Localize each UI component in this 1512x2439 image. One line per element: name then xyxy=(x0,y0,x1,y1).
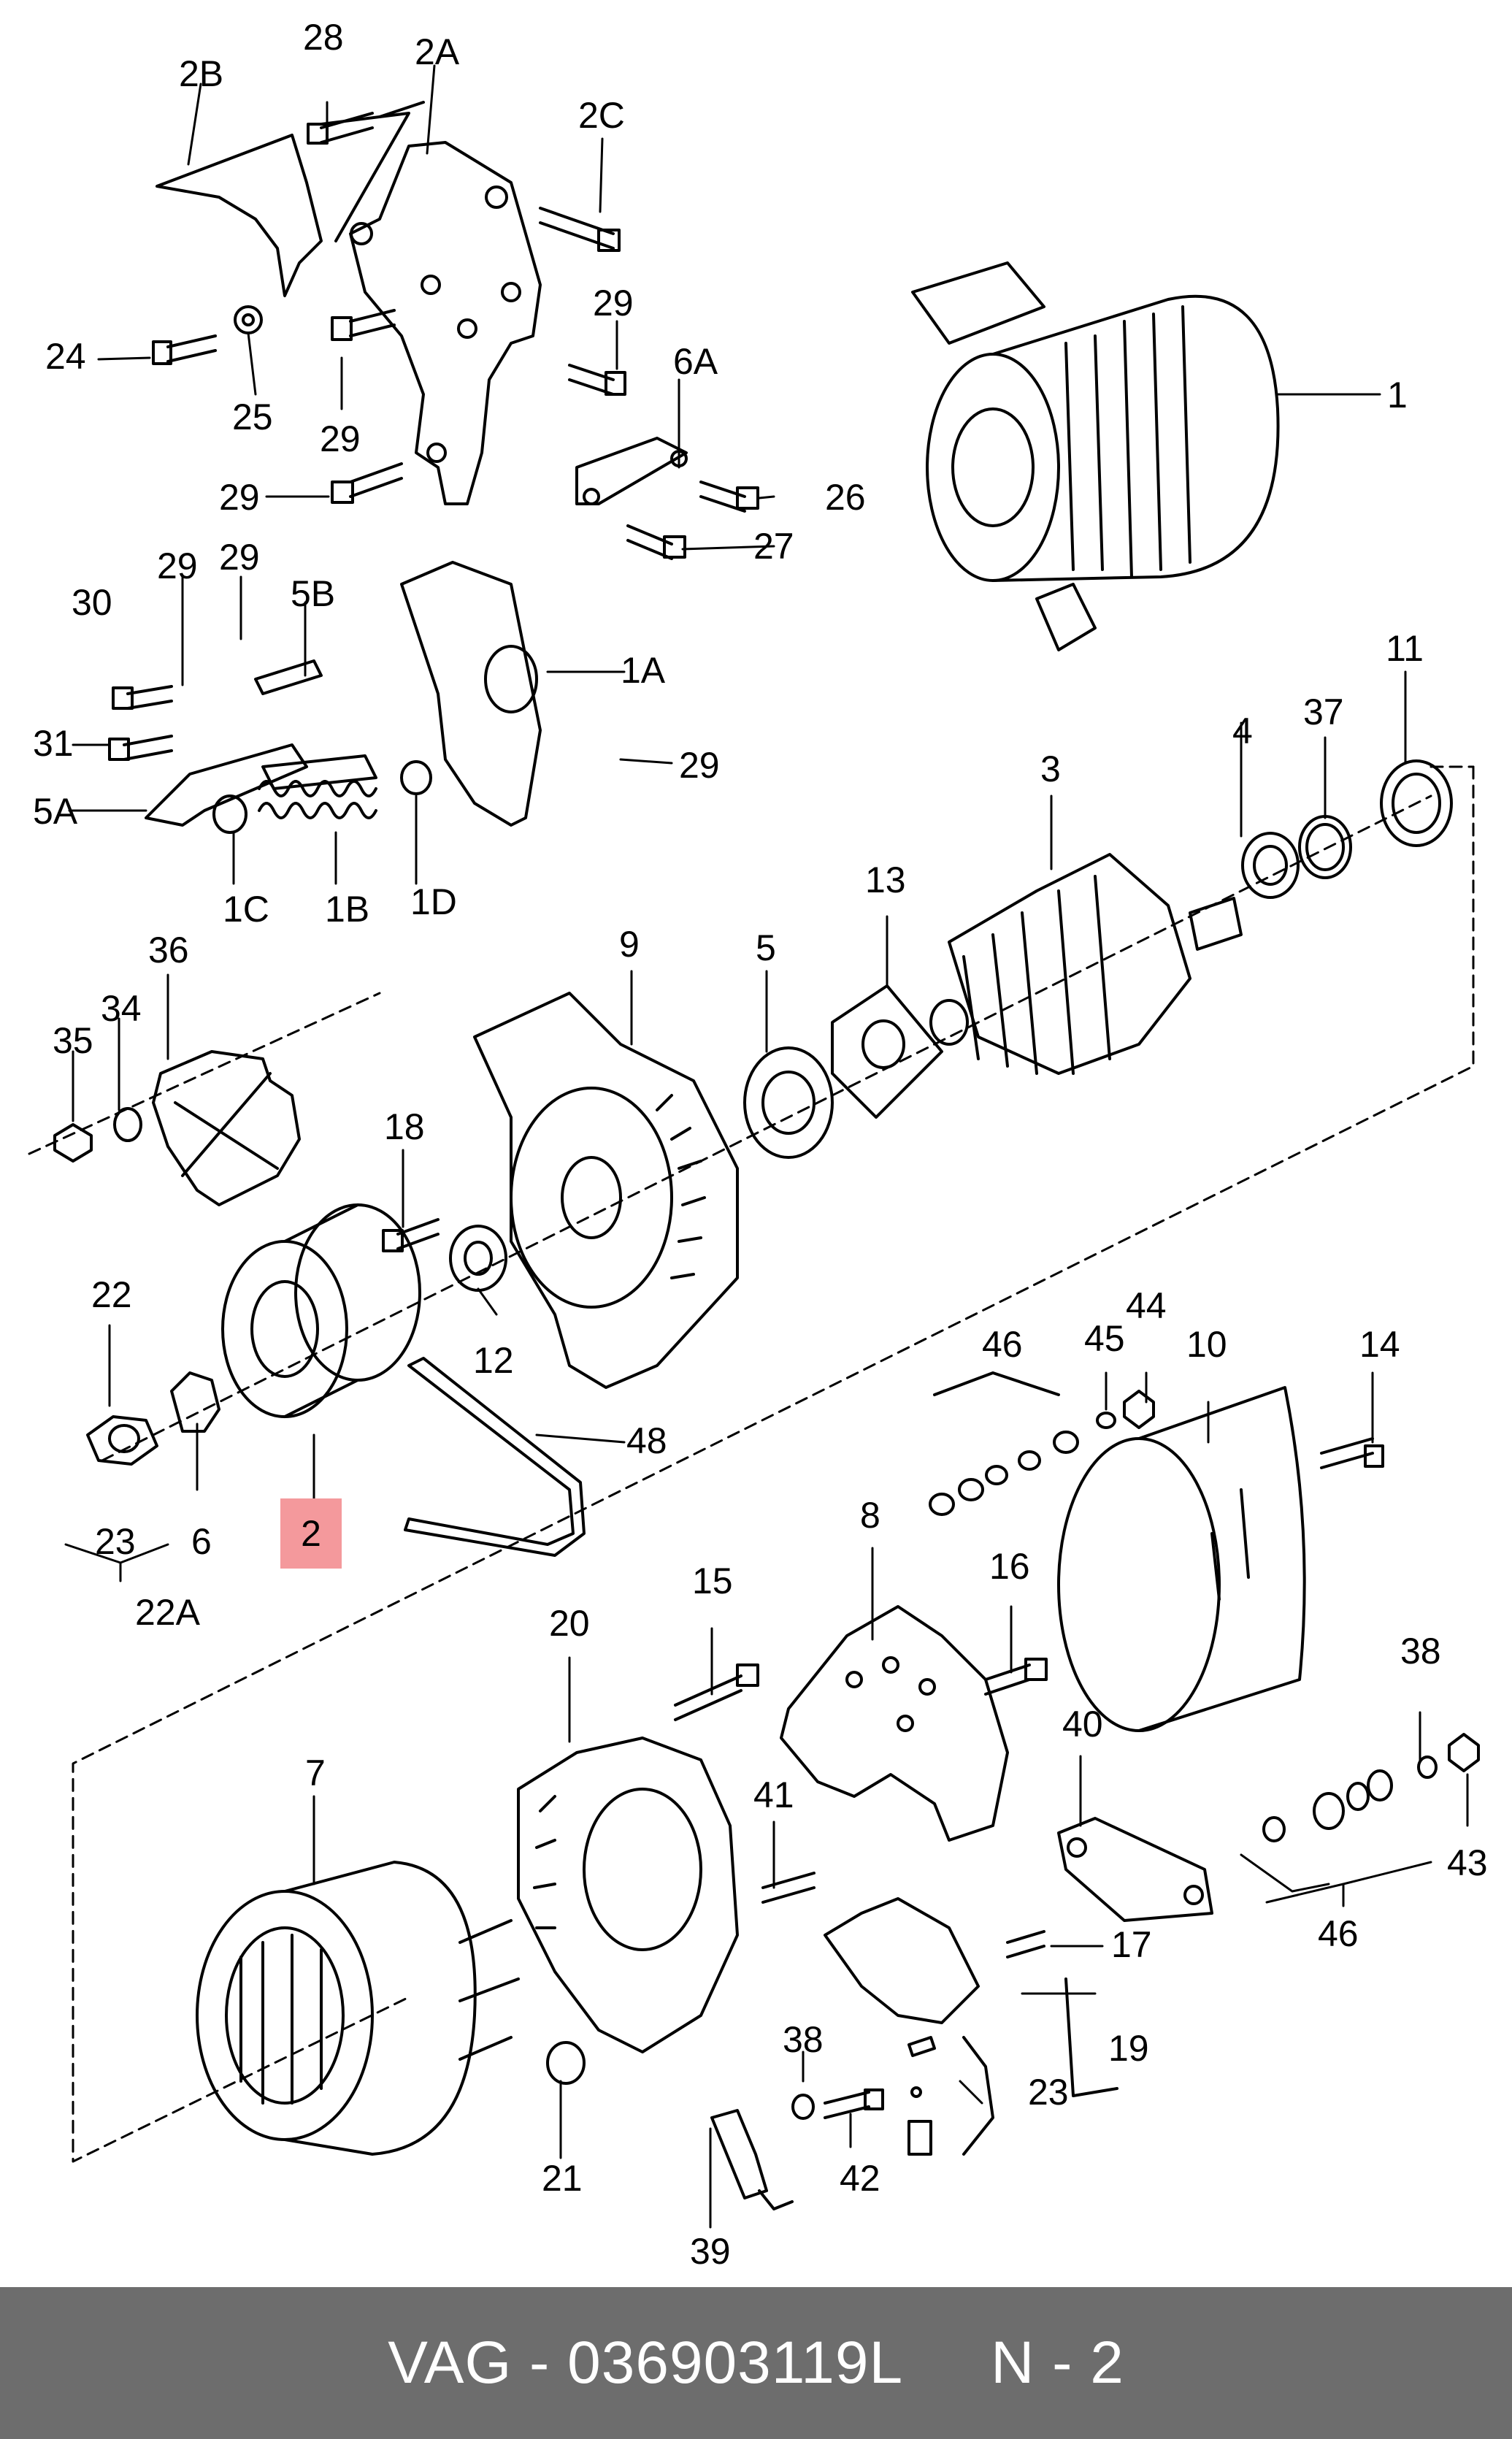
callout-9: 9 xyxy=(619,924,640,965)
callout-29: 29 xyxy=(679,745,720,786)
callout-13: 13 xyxy=(865,859,906,900)
pulley-assembly xyxy=(86,1203,586,1557)
callout-22: 22 xyxy=(91,1274,132,1315)
leader-lines xyxy=(64,64,1469,2229)
rotor-and-bearings xyxy=(929,759,1453,1075)
callout-38: 38 xyxy=(783,2019,824,2060)
callout-25: 25 xyxy=(232,397,273,437)
rectifier-plate xyxy=(674,1605,1048,1842)
terminal-bridge xyxy=(1057,1733,1480,1922)
callout-5A: 5A xyxy=(33,791,78,832)
callout-45: 45 xyxy=(1084,1318,1125,1359)
callout-28: 28 xyxy=(303,17,344,58)
callout-29: 29 xyxy=(219,537,260,578)
callout-29: 29 xyxy=(157,545,198,586)
callout-36: 36 xyxy=(148,930,189,970)
callout-1C: 1C xyxy=(223,889,269,930)
callout-1B: 1B xyxy=(325,889,369,930)
callout-6A: 6A xyxy=(673,341,718,382)
callout-43: 43 xyxy=(1447,1842,1488,1883)
callout-4: 4 xyxy=(1232,711,1253,751)
callout-34: 34 xyxy=(101,988,142,1029)
callout-46: 46 xyxy=(982,1324,1023,1365)
rear-housing xyxy=(196,1737,816,2156)
callout-46: 46 xyxy=(1318,1913,1359,1954)
cover-plate xyxy=(53,1050,301,1206)
callout-48: 48 xyxy=(626,1420,667,1461)
rear-cover xyxy=(929,1371,1384,1732)
highlighted-part-label: 2 xyxy=(301,1513,321,1554)
callout-42: 42 xyxy=(840,2158,880,2199)
callout-8: 8 xyxy=(860,1495,880,1536)
exploded-view-drawing: 28 2B 2A 2C 29 24 25 29 6A 29 26 27 1 29… xyxy=(28,17,1488,2272)
callout-31: 31 xyxy=(33,723,74,764)
callout-labels: 28 2B 2A 2C 29 24 25 29 6A 29 26 27 1 29… xyxy=(33,17,1488,2272)
callout-12: 12 xyxy=(473,1340,514,1381)
callout-39: 39 xyxy=(690,2231,731,2272)
callout-23: 23 xyxy=(1028,2072,1069,2113)
bolts-upper xyxy=(152,112,759,560)
callout-2C: 2C xyxy=(578,95,625,136)
callout-5B: 5B xyxy=(291,573,335,614)
callout-38: 38 xyxy=(1400,1631,1441,1672)
callout-27: 27 xyxy=(753,526,794,567)
callout-26: 26 xyxy=(825,477,866,518)
callout-17: 17 xyxy=(1111,1924,1152,1965)
callout-5: 5 xyxy=(756,927,776,968)
callout-41: 41 xyxy=(753,1774,794,1815)
callout-7: 7 xyxy=(305,1753,326,1793)
callout-15: 15 xyxy=(692,1561,733,1601)
callout-6: 6 xyxy=(191,1521,212,1562)
callout-40: 40 xyxy=(1062,1704,1103,1745)
callout-37: 37 xyxy=(1303,692,1344,732)
callout-21: 21 xyxy=(542,2158,583,2199)
callout-44: 44 xyxy=(1126,1285,1167,1326)
callout-16: 16 xyxy=(989,1546,1030,1587)
callout-1A: 1A xyxy=(621,650,666,691)
callout-11: 11 xyxy=(1386,628,1424,669)
callout-29: 29 xyxy=(593,283,634,323)
callout-35: 35 xyxy=(53,1020,93,1061)
callout-2A: 2A xyxy=(415,31,460,72)
callout-30: 30 xyxy=(72,582,112,623)
callout-2B: 2B xyxy=(179,53,223,94)
callout-29: 29 xyxy=(219,477,260,518)
callout-20: 20 xyxy=(549,1603,590,1644)
callout-23: 23 xyxy=(95,1521,136,1562)
highlight-box xyxy=(280,1498,342,1569)
callout-1D: 1D xyxy=(410,881,457,922)
front-housing xyxy=(382,984,943,1389)
callout-29: 29 xyxy=(320,418,361,459)
callout-22A: 22A xyxy=(135,1592,201,1633)
part-number: VAG - 036903119L xyxy=(388,2329,904,2396)
callout-14: 14 xyxy=(1359,1324,1400,1365)
callout-10: 10 xyxy=(1186,1324,1227,1365)
callout-3: 3 xyxy=(1040,748,1061,789)
callout-19: 19 xyxy=(1108,2028,1149,2069)
mounting-bracket xyxy=(156,101,542,505)
tensioner-bracket xyxy=(108,561,542,834)
diagram-position: N - 2 xyxy=(991,2329,1124,2396)
alternator-assembly xyxy=(911,261,1280,651)
callout-18: 18 xyxy=(384,1106,425,1147)
voltage-regulator xyxy=(710,1897,1118,2210)
callout-24: 24 xyxy=(45,336,86,377)
footer-bar: VAG - 036903119L N - 2 xyxy=(0,2287,1512,2439)
callout-1: 1 xyxy=(1387,375,1408,416)
